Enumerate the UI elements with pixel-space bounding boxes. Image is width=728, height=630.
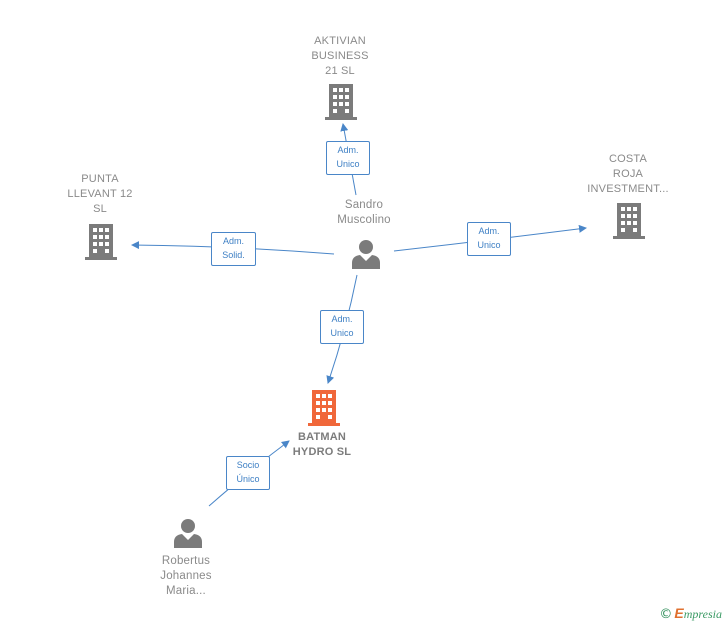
edge-label-sandro-batman[interactable]: Adm. Unico [320, 310, 364, 344]
node-label-sandro[interactable]: Sandro Muscolino [322, 198, 406, 228]
edge-label-line: Unico [330, 328, 354, 338]
node-label-line: Sandro [344, 199, 384, 211]
edge-label-sandro-aktivian[interactable]: Adm. Unico [326, 141, 370, 175]
edge-label-sandro-punta[interactable]: Adm. Solid. [211, 232, 256, 266]
node-label-line: INVESTMENT... [587, 183, 669, 195]
node-label-costa[interactable]: COSTA ROJA INVESTMENT... [582, 152, 674, 197]
node-label-line: SL [93, 203, 107, 215]
edge-label-line: Socio [236, 460, 260, 470]
node-label-line: BATMAN [297, 431, 347, 443]
node-label-line: LLEVANT 12 [67, 188, 133, 200]
node-label-line: Muscolino [337, 214, 391, 226]
building-icon-primary[interactable] [308, 390, 340, 426]
node-label-line: HYDRO SL [292, 446, 352, 458]
building-icon[interactable] [325, 84, 357, 120]
building-icon[interactable] [85, 224, 117, 260]
node-label-batman[interactable]: BATMAN HYDRO SL [280, 430, 364, 460]
brand-logo-text: mpresia [683, 607, 722, 621]
node-label-line: 21 SL [325, 65, 355, 77]
node-label-line: BUSINESS [311, 50, 369, 62]
edge-label-line: Único [236, 474, 260, 484]
edge-label-line: Unico [477, 240, 501, 250]
node-label-line: Robertus [161, 555, 211, 567]
edge-label-line: Adm. [337, 145, 359, 155]
node-label-line: COSTA [608, 153, 648, 165]
node-label-robertus[interactable]: Robertus Johannes Maria... [144, 554, 228, 599]
node-label-line: Maria... [166, 585, 206, 597]
edge-label-line: Solid. [222, 250, 245, 260]
node-label-line: AKTIVIAN [314, 35, 366, 47]
edge-label-line: Adm. [478, 226, 500, 236]
edge-label-sandro-costa[interactable]: Adm. Unico [467, 222, 511, 256]
copyright-symbol: © [659, 607, 673, 622]
brand-logo-initial: E [674, 605, 684, 621]
edge-label-robertus-batman[interactable]: Socio Único [226, 456, 270, 490]
building-icon[interactable] [613, 203, 645, 239]
brand-footer: ©Empresia [659, 605, 722, 622]
node-label-punta[interactable]: PUNTA LLEVANT 12 SL [60, 172, 140, 217]
edge-label-line: Unico [336, 159, 360, 169]
node-label-line: ROJA [612, 168, 644, 180]
node-label-line: PUNTA [81, 173, 119, 185]
person-icon[interactable] [173, 518, 203, 548]
edge-label-line: Adm. [331, 314, 353, 324]
edge-label-line: Adm. [222, 236, 244, 246]
node-label-aktivian[interactable]: AKTIVIAN BUSINESS 21 SL [300, 34, 380, 79]
person-icon[interactable] [351, 239, 381, 269]
node-label-line: Johannes [160, 570, 212, 582]
